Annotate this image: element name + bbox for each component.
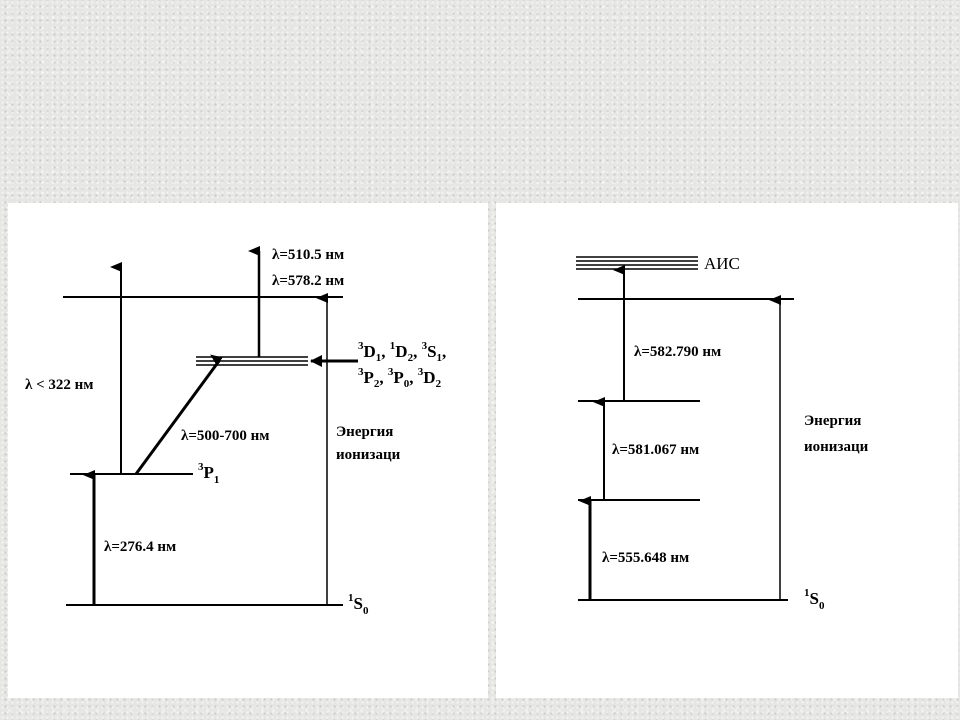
states-row-1: 3D1, 1D2, 3S1, bbox=[358, 340, 446, 364]
label-lambda-500-700: λ=500-700 нм bbox=[181, 428, 270, 444]
label-ais: АИС bbox=[704, 254, 740, 273]
label-ionization-2: ионизаци bbox=[336, 447, 401, 463]
left-energy-diagram-panel: λ=510.5 нм λ=578.2 нм λ < 322 нм λ=500-7… bbox=[8, 203, 488, 698]
label-ionization-right-2: ионизаци bbox=[804, 439, 869, 455]
term-1s0-left: 1S0 bbox=[348, 592, 369, 617]
term-1s0-right: 1S0 bbox=[804, 587, 825, 612]
label-lambda-581: λ=581.067 нм bbox=[612, 442, 699, 458]
label-lambda-555: λ=555.648 нм bbox=[602, 550, 689, 566]
label-ionization-right-1: Энергия bbox=[804, 413, 861, 429]
states-row-2: 3P2, 3P0, 3D2 bbox=[358, 366, 442, 390]
label-lambda-510: λ=510.5 нм bbox=[272, 247, 344, 263]
label-lambda-578: λ=578.2 нм bbox=[272, 273, 344, 289]
arrow-500-700-nm bbox=[134, 354, 223, 475]
term-3p1: 3P1 bbox=[198, 461, 219, 486]
label-lambda-582: λ=582.790 нм bbox=[634, 344, 721, 360]
right-energy-diagram-panel: АИС λ=582.790 нм λ=581.067 нм λ=555.648 … bbox=[496, 203, 958, 698]
label-ionization-1: Энергия bbox=[336, 424, 393, 440]
left-energy-diagram: λ=510.5 нм λ=578.2 нм λ < 322 нм λ=500-7… bbox=[25, 246, 446, 617]
label-lambda-322: λ < 322 нм bbox=[25, 377, 94, 393]
label-lambda-276: λ=276.4 нм bbox=[104, 539, 176, 555]
right-energy-diagram: АИС λ=582.790 нм λ=581.067 нм λ=555.648 … bbox=[576, 254, 869, 612]
